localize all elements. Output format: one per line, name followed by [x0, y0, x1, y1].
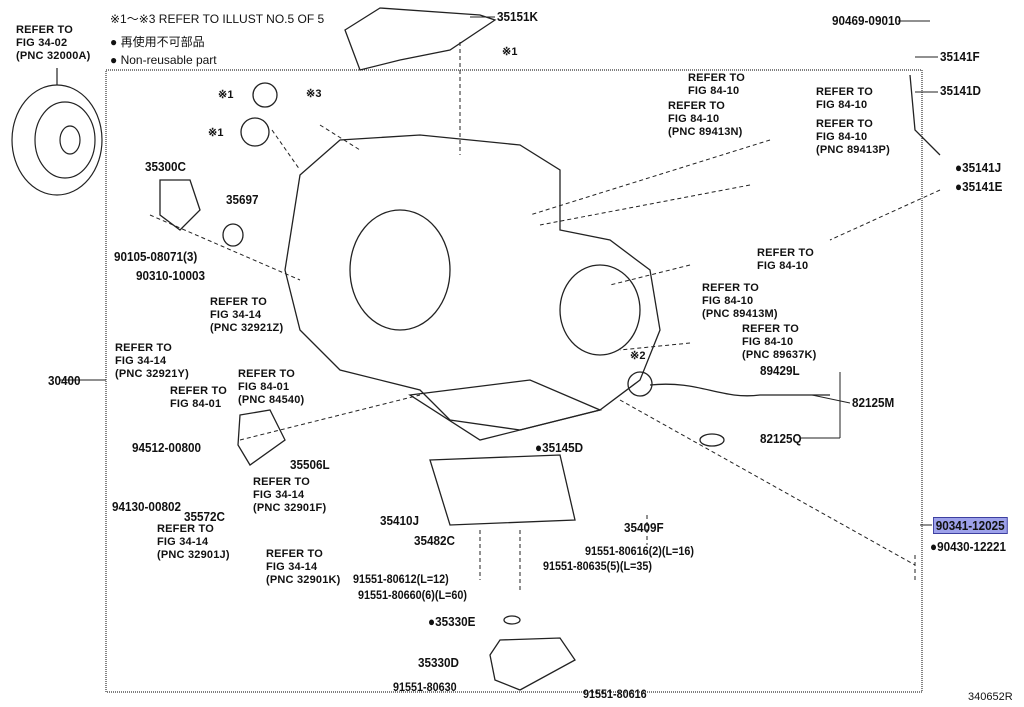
part-35151K[interactable]: 35151K — [497, 9, 538, 24]
part-35506L[interactable]: 35506L — [290, 457, 330, 472]
torque-converter-icon — [11, 68, 103, 196]
ref-89413P[interactable]: REFER TO FIG 84-10 (PNC 89413P) — [816, 118, 890, 156]
part-82125M[interactable]: 82125M — [852, 395, 895, 410]
part-35410J[interactable]: 35410J — [380, 513, 420, 528]
mark-1: ※1 — [218, 89, 234, 101]
part-91551-80616-l16[interactable]: 91551-80616(2)(L=16) — [585, 544, 694, 558]
part-35697[interactable]: 35697 — [226, 192, 259, 207]
part-35141E[interactable]: ●35141E — [955, 179, 1003, 194]
ref-84540[interactable]: REFER TO FIG 84-01 (PNC 84540) — [238, 368, 305, 406]
part-82125Q[interactable]: 82125Q — [760, 431, 802, 446]
ref-fig-84-10[interactable]: REFER TO FIG 84-10 — [816, 86, 874, 111]
part-91551-80612[interactable]: 91551-80612(L=12) — [353, 572, 449, 586]
ref-32901J[interactable]: REFER TO FIG 34-14 (PNC 32901J) — [157, 523, 230, 561]
part-35300C[interactable]: 35300C — [145, 159, 186, 174]
ref-32921Y[interactable]: REFER TO FIG 34-14 (PNC 32921Y) — [115, 342, 189, 380]
part-35482C[interactable]: 35482C — [414, 533, 455, 548]
part-90469-09010[interactable]: 90469-09010 — [832, 13, 901, 28]
ref-fig-84-10[interactable]: REFER TO FIG 84-10 — [757, 247, 815, 272]
part-90105-08071[interactable]: 90105-08071(3) — [114, 249, 198, 264]
part-91551-80660[interactable]: 91551-80660(6)(L=60) — [358, 588, 467, 602]
leader-lines — [149, 42, 941, 590]
part-90310-10003[interactable]: 90310-10003 — [136, 268, 205, 283]
part-30400[interactable]: 30400 — [48, 373, 81, 388]
part-35330E[interactable]: ●35330E — [428, 614, 476, 629]
legend-non-reusable-jp: ● 再使用不可部品 — [110, 35, 205, 49]
part-90341-12025-highlighted[interactable]: 90341-12025 — [933, 517, 1008, 534]
part-35141F[interactable]: 35141F — [940, 49, 980, 64]
ref-89413M[interactable]: REFER TO FIG 84-10 (PNC 89413M) — [702, 282, 778, 320]
ref-32901K[interactable]: REFER TO FIG 34-14 (PNC 32901K) — [266, 548, 341, 586]
part-35141J[interactable]: ●35141J — [955, 160, 1002, 175]
assembly-frame — [105, 69, 923, 693]
part-91551-80635[interactable]: 91551-80635(5)(L=35) — [543, 559, 652, 573]
part-91551-80616[interactable]: 91551-80616 — [583, 687, 647, 701]
part-35572C[interactable]: 35572C — [184, 509, 225, 524]
part-35409F[interactable]: 35409F — [624, 520, 664, 535]
transmission-case-drawing — [159, 7, 941, 691]
part-91551-80630[interactable]: 91551-80630 — [393, 680, 457, 694]
part-90430-12221[interactable]: ●90430-12221 — [930, 539, 1007, 554]
part-35141D[interactable]: 35141D — [940, 83, 981, 98]
mark-2: ※2 — [630, 350, 646, 362]
ref-32901F[interactable]: REFER TO FIG 34-14 (PNC 32901F) — [253, 476, 327, 514]
ref-89637K[interactable]: REFER TO FIG 84-10 (PNC 89637K) — [742, 323, 817, 361]
part-35330D[interactable]: 35330D — [418, 655, 459, 670]
mark-1: ※1 — [502, 46, 518, 58]
part-35145D[interactable]: ●35145D — [535, 440, 584, 455]
part-94512-00800[interactable]: 94512-00800 — [132, 440, 201, 455]
illustration-note: ※1～※3 REFER TO ILLUST NO.5 OF 5 — [110, 12, 325, 26]
mark-1: ※1 — [208, 127, 224, 139]
mark-3: ※3 — [306, 88, 322, 100]
ref-torque-converter[interactable]: REFER TO FIG 34-02 (PNC 32000A) — [16, 24, 91, 62]
illustration-id: 340652R — [968, 691, 1013, 703]
callout-lines — [60, 16, 938, 526]
legend-non-reusable-en: ● Non-reusable part — [110, 53, 217, 67]
ref-fig-84-01[interactable]: REFER TO FIG 84-01 — [170, 385, 228, 410]
part-89429L[interactable]: 89429L — [760, 363, 800, 378]
part-94130-00802[interactable]: 94130-00802 — [112, 499, 181, 514]
ref-32921Z[interactable]: REFER TO FIG 34-14 (PNC 32921Z) — [210, 296, 284, 334]
ref-89413N[interactable]: REFER TO FIG 84-10 (PNC 89413N) — [668, 100, 743, 138]
ref-fig-84-10[interactable]: REFER TO FIG 84-10 — [688, 72, 746, 97]
